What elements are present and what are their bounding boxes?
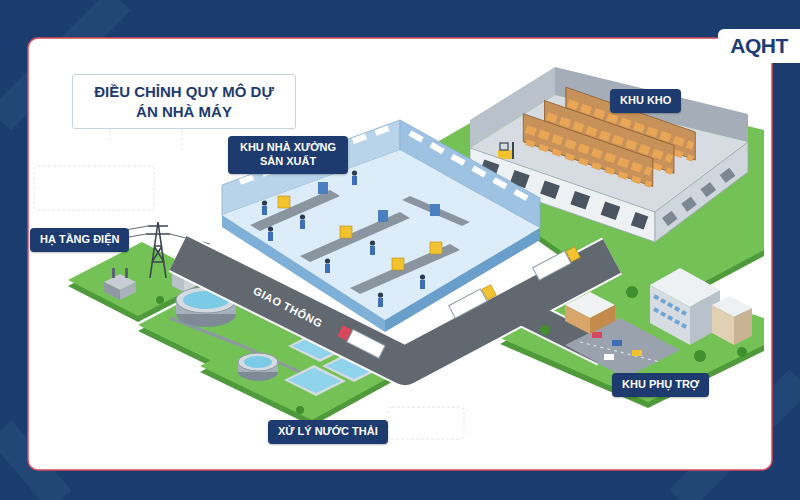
- area-label-text: XỬ LÝ NƯỚC THẢI: [278, 425, 378, 439]
- title-text: ĐIỀU CHỈNH QUY MÔ DỰ ÁN NHÀ MÁY: [92, 82, 277, 121]
- area-label: XỬ LÝ NƯỚC THẢI: [268, 420, 388, 444]
- area-label-text: KHU KHO: [620, 94, 671, 108]
- area-label-text: KHU PHỤ TRỢ: [622, 378, 699, 392]
- auxiliary-area: [156, 268, 752, 414]
- area-label: KHU PHỤ TRỢ: [612, 373, 709, 397]
- brand-logo: AQHT: [730, 34, 788, 58]
- area-label: HẠ TẦNG ĐIỆN: [30, 228, 129, 252]
- trucks: [337, 246, 581, 358]
- area-label: KHU NHÀ XƯỞNG SẢN XUẤT: [228, 136, 348, 174]
- ground-plates: [68, 78, 764, 426]
- area-label-text: HẠ TẦNG ĐIỆN: [40, 233, 119, 247]
- factory: [222, 120, 540, 332]
- area-label: KHU KHO: [610, 89, 681, 113]
- area-label-text: KHU NHÀ XƯỞNG SẢN XUẤT: [238, 141, 338, 169]
- title-box: ĐIỀU CHỈNH QUY MÔ DỰ ÁN NHÀ MÁY: [72, 74, 296, 129]
